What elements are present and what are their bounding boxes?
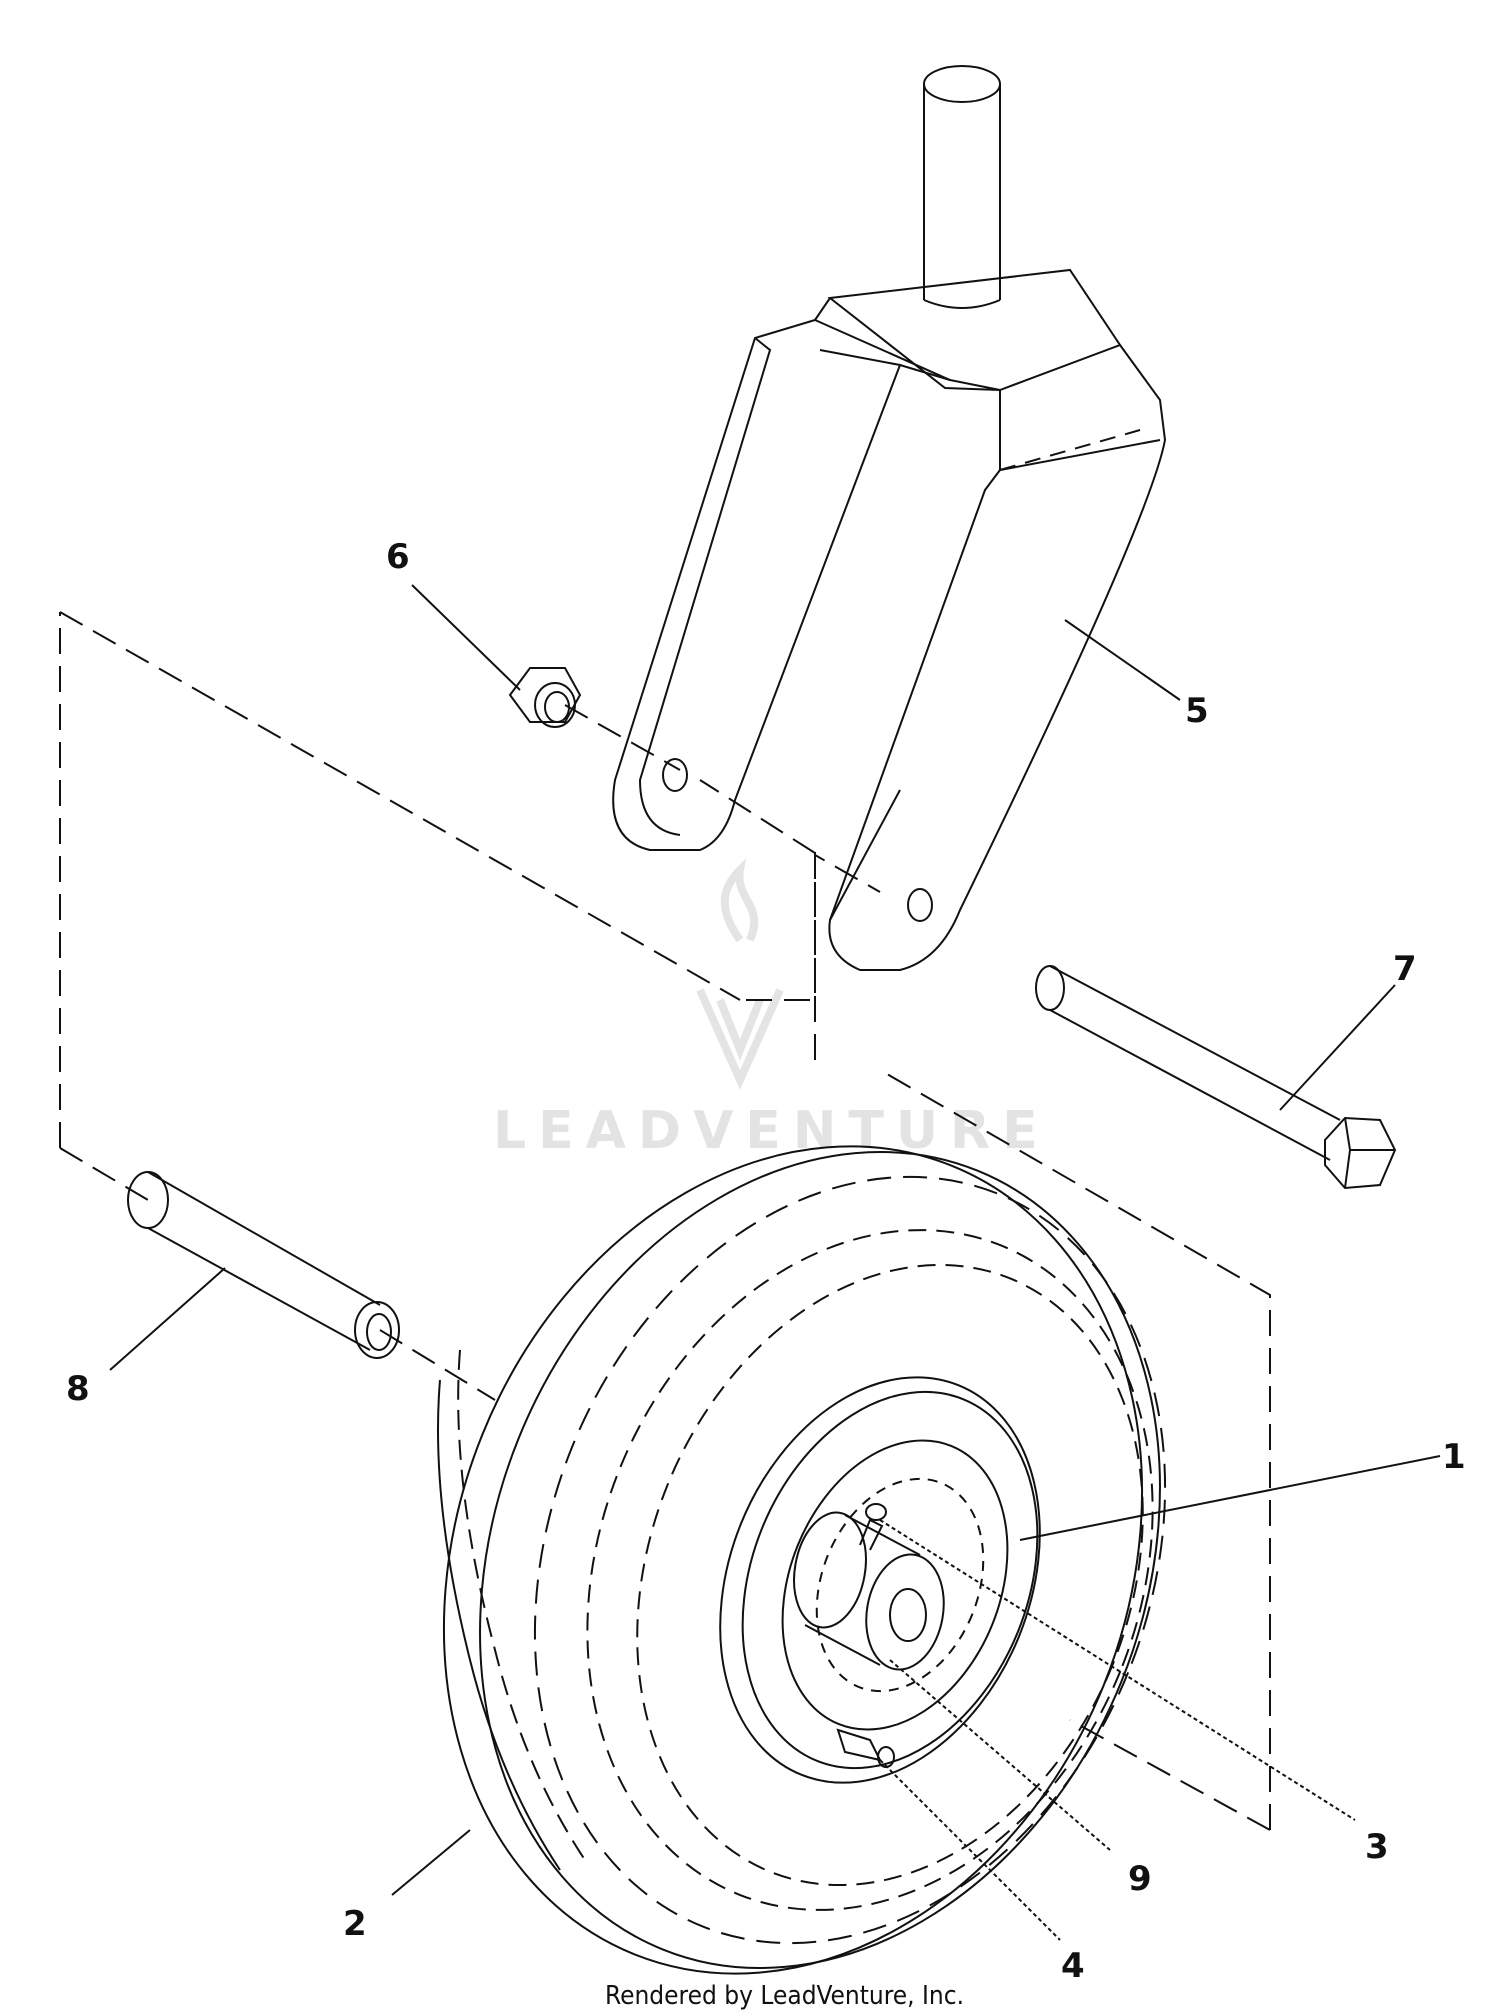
callout-3: 3 <box>1365 1827 1389 1867</box>
watermark-logo-icon <box>696 858 784 1090</box>
wheel-assembly <box>437 1145 1167 1975</box>
callout-7: 7 <box>1393 949 1417 989</box>
callout-6: 6 <box>386 537 410 577</box>
callout-4: 4 <box>1061 1946 1085 1986</box>
caster-fork <box>612 65 1167 971</box>
assembly-lines <box>59 611 1271 1831</box>
callout-8: 8 <box>66 1369 90 1409</box>
callout-5: 5 <box>1185 691 1209 731</box>
callout-9: 9 <box>1128 1859 1152 1899</box>
watermark-text: LEADVENTURE <box>493 1101 1050 1161</box>
leader-lines <box>109 584 1441 1941</box>
spacer-tube <box>127 1171 400 1359</box>
callout-2: 2 <box>343 1904 367 1944</box>
footer-credit: Rendered by LeadVenture, Inc. <box>605 1981 964 2011</box>
lock-nut <box>508 667 582 728</box>
shoulder-bolt <box>1035 965 1397 1190</box>
callout-1: 1 <box>1442 1437 1466 1477</box>
